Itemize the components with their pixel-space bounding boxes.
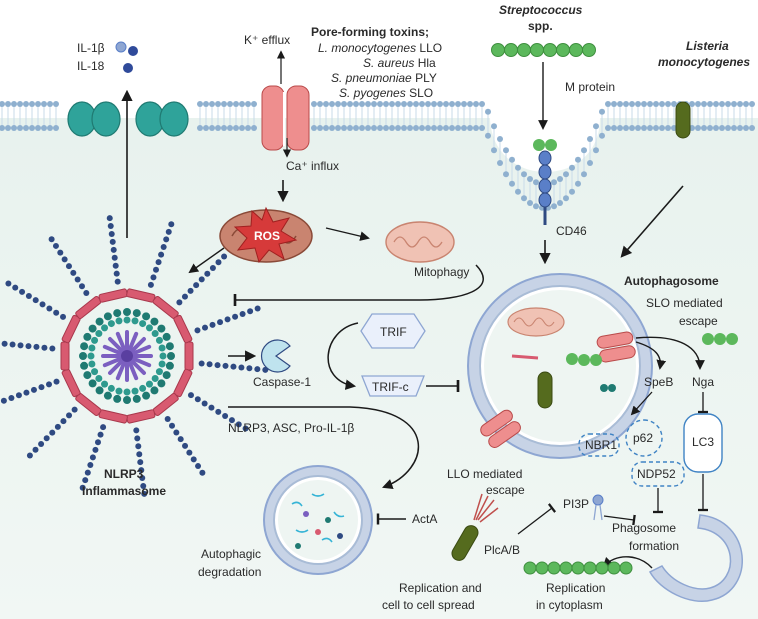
p62-box	[625, 419, 663, 457]
listeria-bacterium	[675, 101, 691, 139]
nlrp3-to-degradation	[228, 406, 420, 490]
acta-label: ActA	[412, 512, 437, 526]
slo-escape-label-1: SLO mediated	[646, 296, 723, 310]
autophagic-label-2: degradation	[198, 565, 261, 579]
listeria-title-2: monocytogenes	[658, 55, 750, 69]
engulfed-bacterium	[537, 371, 553, 409]
pore-forming-title: Pore-forming toxins;	[311, 25, 429, 39]
toxin-spy: S. pyogenes SLO	[339, 86, 433, 100]
escaped-strep	[702, 333, 714, 345]
teal-particle	[600, 384, 608, 392]
lc3-box	[683, 413, 723, 473]
toxin-sp: S. pneumoniae PLY	[331, 71, 437, 85]
speb-arrow	[635, 341, 667, 370]
nlrp3-label-1: NLRP3	[104, 467, 144, 481]
replication-cyto-2: in cytoplasm	[536, 598, 603, 612]
nga-label: Nga	[692, 375, 714, 389]
trif-c	[361, 375, 425, 397]
replication-cyto-1: Replication	[546, 581, 605, 595]
pi3p-inhibit-phagosome	[603, 514, 636, 526]
escaped-strep-2	[714, 333, 726, 345]
strep-title-1: Streptococcus	[499, 3, 583, 17]
mitophagy-label: Mitophagy	[414, 265, 469, 279]
trif-label: TRIF	[380, 325, 407, 339]
mitochondrion-ros	[219, 206, 313, 264]
m-protein-label: M protein	[565, 80, 615, 94]
nlrp3-label-2: Inflammasome	[82, 484, 166, 498]
damaged-mitochondrion	[385, 221, 455, 263]
nbr1-box	[578, 433, 620, 457]
toxin-sa: S. aureus Hla	[363, 56, 436, 70]
toxin-pore	[261, 85, 310, 151]
caspase-1	[260, 339, 291, 373]
strep-in-vacuole-2	[578, 354, 590, 366]
ndp52-box	[631, 461, 685, 487]
cd46-label: CD46	[556, 224, 587, 238]
fragment-line	[511, 354, 539, 360]
autolysosome	[263, 465, 373, 575]
phagosome-arrow	[602, 556, 653, 569]
strep-in-vacuole	[566, 353, 578, 365]
speb-to-nbr1	[630, 391, 653, 416]
llo-escape-label-2: escape	[486, 483, 525, 497]
trif-cleavage-arrow	[327, 322, 359, 390]
listeria-entry-arrow	[620, 185, 684, 258]
nga-arrow	[635, 336, 705, 370]
cytoplasm	[0, 118, 758, 619]
lc3-label: LC3	[692, 435, 714, 449]
autophagic-label-1: Autophagic	[201, 547, 261, 561]
ca-influx-label: Ca⁺ influx	[286, 159, 339, 173]
slo-pore	[596, 331, 636, 363]
cytoplasmic-strep-chain	[523, 561, 633, 575]
engulfed-mitochondrion	[507, 307, 565, 337]
strep-in-vacuole-3	[590, 354, 602, 366]
trif-c-label: TRIF-c	[372, 380, 409, 394]
pi3p-label: PI3P	[563, 497, 589, 511]
replication-spread-2: cell to cell spread	[382, 598, 475, 612]
plca-inhibit-pi3p	[517, 503, 557, 535]
slo-escape-label-2: escape	[679, 314, 718, 328]
speb-label: SpeB	[644, 375, 673, 389]
listeria-actin-tail	[451, 493, 499, 561]
pi3p-molecule	[592, 494, 604, 521]
teal-particle-2	[608, 384, 616, 392]
replication-spread-1: Replication and	[399, 581, 482, 595]
p62-label: p62	[633, 431, 653, 445]
phagosome-label-1: Phagosome	[612, 521, 676, 535]
il1b-molecule	[115, 41, 127, 53]
listeria-title-1: Listeria	[686, 39, 729, 53]
phagosome-label-2: formation	[629, 539, 679, 553]
strep-title-2: spp.	[528, 19, 553, 33]
mitophagy-inhibit-line	[233, 264, 484, 306]
cd46-receptor	[533, 139, 557, 225]
il18-label: IL-18	[77, 59, 105, 73]
streptococcus-chain	[491, 43, 596, 57]
plcab-label: PlcA/B	[484, 543, 520, 557]
nlrp3-inflammasome	[0, 215, 269, 497]
caspase-label: Caspase-1	[253, 375, 311, 389]
llo-escape-label-1: LLO mediated	[447, 467, 522, 481]
k-efflux-label: K⁺ efflux	[244, 33, 290, 47]
autophagosome-label: Autophagosome	[624, 274, 719, 288]
ros-label: ROS	[254, 229, 280, 243]
trif	[360, 313, 426, 349]
llo-pore	[480, 409, 521, 448]
secretion-channel	[67, 101, 189, 137]
ndp52-label: NDP52	[637, 467, 676, 481]
il18-molecule	[128, 46, 138, 56]
il1b-label: IL-1β	[77, 41, 105, 55]
escaped-strep-3	[726, 333, 738, 345]
nlrp3-asc-label: NLRP3, ASC, Pro-IL-1β	[228, 421, 354, 435]
il18-molecule-2	[123, 63, 133, 73]
nbr1-label: NBR1	[585, 438, 617, 452]
mitophagy-arrow	[325, 227, 370, 241]
phagosome-crescent	[648, 514, 743, 602]
toxin-lm: L. monocytogenes LLO	[318, 41, 442, 55]
nlrp3-activation-arrow	[188, 247, 225, 274]
